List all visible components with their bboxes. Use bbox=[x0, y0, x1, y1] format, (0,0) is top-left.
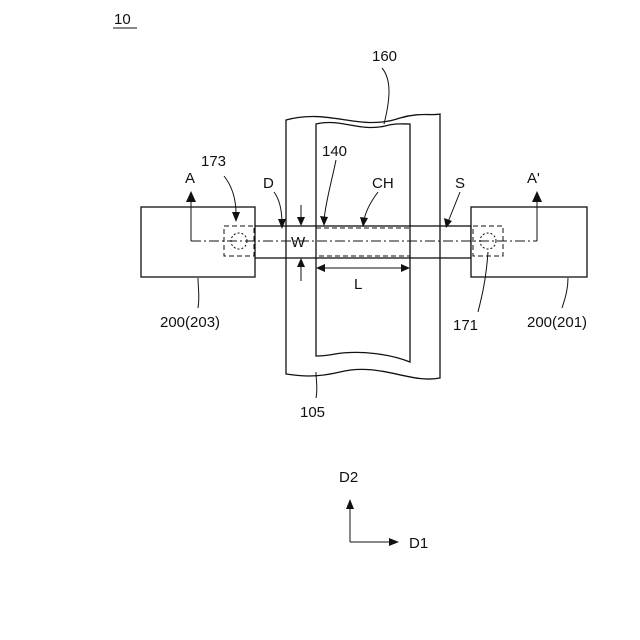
label-drain-electrode: 200(203) bbox=[160, 314, 220, 331]
channel-leader bbox=[364, 192, 378, 220]
label-drain: D bbox=[263, 175, 274, 192]
label-axis-d2: D2 bbox=[339, 469, 358, 486]
source-electrode bbox=[471, 207, 587, 277]
drain-leader-head bbox=[278, 219, 286, 229]
label-section-end: A' bbox=[527, 170, 540, 187]
d1-axis-head bbox=[389, 538, 399, 546]
label-source-electrode: 200(201) bbox=[527, 314, 587, 331]
source-leader bbox=[448, 192, 460, 222]
label-source-contact: 171 bbox=[453, 317, 478, 334]
section-arrow-left-head bbox=[186, 191, 196, 202]
label-section-start: A bbox=[185, 170, 195, 187]
label-width: W bbox=[291, 234, 306, 251]
drain-electrode-leader bbox=[198, 278, 199, 308]
active-layer-leader-head bbox=[320, 216, 328, 226]
width-arrow-top-head bbox=[297, 217, 305, 226]
label-gate-line: 160 bbox=[372, 48, 397, 65]
label-gate-insulator: 105 bbox=[300, 404, 325, 421]
active-layer-leader bbox=[324, 160, 336, 220]
length-arrow-right-head bbox=[401, 264, 410, 272]
channel-region bbox=[316, 228, 410, 256]
drain-electrode bbox=[141, 207, 255, 277]
label-axis-d1: D1 bbox=[409, 535, 428, 552]
gate-line-leader bbox=[382, 68, 389, 124]
d2-axis-head bbox=[346, 499, 354, 509]
source-electrode-leader bbox=[562, 278, 568, 308]
gate-insulator-outline bbox=[286, 114, 440, 379]
section-arrow-right-head bbox=[532, 191, 542, 202]
label-length: L bbox=[354, 276, 362, 293]
width-arrow-bottom-head bbox=[297, 258, 305, 267]
label-channel: CH bbox=[372, 175, 394, 192]
length-arrow-left-head bbox=[316, 264, 325, 272]
label-active-layer: 140 bbox=[322, 143, 347, 160]
label-drain-contact: 173 bbox=[201, 153, 226, 170]
label-source: S bbox=[455, 175, 465, 192]
figure-number: 10 bbox=[114, 11, 131, 28]
